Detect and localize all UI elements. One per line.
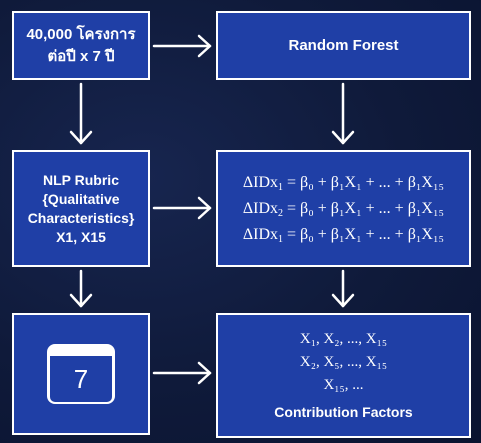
contribution-factors-box: X₁, X₂, ..., X₁₅ X₂, X₅, ..., X₁₅ X₁₅, .… (216, 313, 471, 438)
nlp-line4: X1, X15 (56, 228, 106, 245)
calendar-number: 7 (73, 363, 89, 394)
factors-line1: X₁, X₂, ..., X₁₅ (299, 330, 388, 347)
equation-lhs: ΔIDx (242, 199, 279, 217)
equation-lhs-sub: 1 (278, 233, 284, 245)
projects-box: 40,000 โครงการ ต่อปี x 7 ปี (12, 11, 150, 80)
arrow-down-icon (69, 269, 93, 308)
projects-line1: 40,000 โครงการ (26, 25, 136, 43)
factors-line3: X₁₅, ... (323, 376, 364, 393)
equations-box: ΔIDx1 = β₀ + β₁X₁ + ... + β₁X₁₅ ΔIDx2 = … (216, 150, 471, 267)
equation-lhs: ΔIDx (242, 225, 279, 243)
arrow-down-icon (331, 269, 355, 308)
equation-line: ΔIDx1 = β₀ + β₁X₁ + ... + β₁X₁₅ (243, 170, 444, 196)
equation-lhs: ΔIDx (242, 173, 279, 191)
equation-lhs-sub: 1 (278, 181, 284, 193)
factors-title: Contribution Factors (274, 403, 413, 420)
arrow-right-icon (152, 361, 212, 385)
equation-lhs-sub: 2 (278, 207, 284, 219)
equation-line: ΔIDx1 = β₀ + β₁X₁ + ... + β₁X₁₅ (243, 222, 444, 248)
arrow-down-icon (69, 82, 93, 145)
arrow-right-icon (152, 34, 212, 58)
nlp-line2: {Qualitative (42, 190, 120, 207)
random-forest-box: Random Forest (216, 11, 471, 80)
arrow-right-icon (152, 196, 212, 220)
nlp-line3: Characteristics} (27, 209, 135, 226)
arrow-down-icon (331, 82, 355, 145)
calendar-icon: 7 (47, 344, 115, 404)
equation-rhs: = β₀ + β₁X₁ + ... + β₁X₁₅ (287, 199, 445, 217)
equation-rhs: = β₀ + β₁X₁ + ... + β₁X₁₅ (287, 173, 445, 191)
nlp-line1: NLP Rubric (43, 171, 119, 188)
projects-line2: ต่อปี x 7 ปี (47, 47, 115, 65)
nlp-rubric-box: NLP Rubric {Qualitative Characteristics}… (12, 150, 150, 267)
equation-line: ΔIDx2 = β₀ + β₁X₁ + ... + β₁X₁₅ (243, 196, 444, 222)
random-forest-label: Random Forest (288, 37, 399, 54)
equation-rhs: = β₀ + β₁X₁ + ... + β₁X₁₅ (287, 225, 445, 243)
calendar-box: 7 (12, 313, 150, 435)
factors-line2: X₂, X₅, ..., X₁₅ (299, 353, 388, 370)
